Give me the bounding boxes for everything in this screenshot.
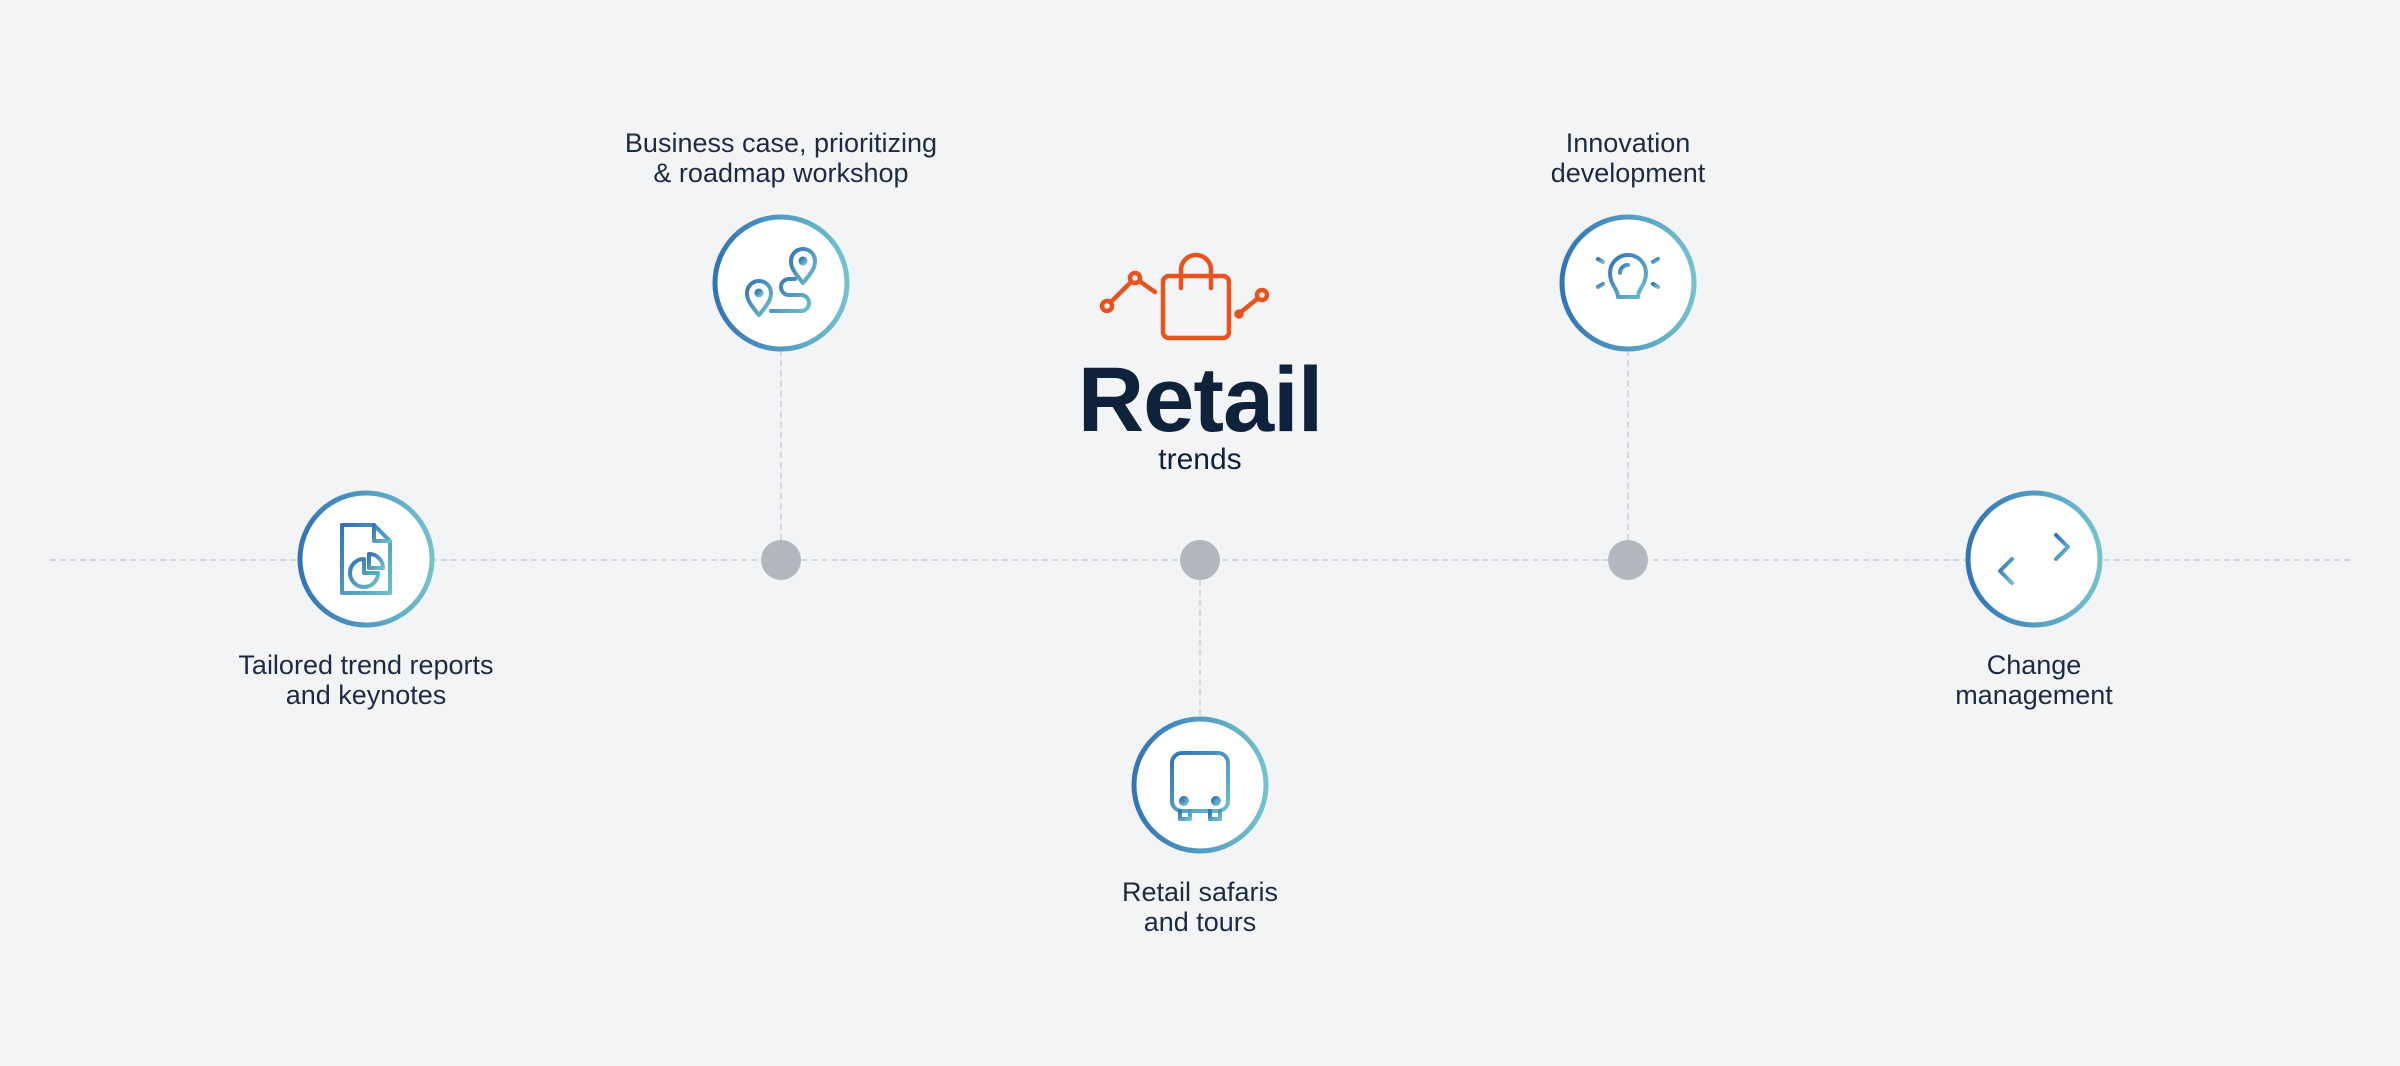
timeline-dot-step-4 xyxy=(1608,540,1648,580)
connector-step-2 xyxy=(780,350,782,540)
step-node-reports xyxy=(296,489,436,629)
center-subtitle: trends xyxy=(1158,443,1242,476)
label-line-2: and tours xyxy=(1143,907,1257,937)
report-document-icon xyxy=(340,523,392,595)
ring xyxy=(1965,490,2103,628)
connector-step-3 xyxy=(1199,580,1201,715)
shopping-bag-trend-icon xyxy=(1099,252,1270,341)
label-line-2: management xyxy=(1955,680,2113,710)
center-title: Retail xyxy=(1077,349,1324,451)
step-label-change: Change management xyxy=(1824,650,2244,710)
label-line-2: development xyxy=(1550,158,1706,188)
label-line-1: Change xyxy=(1986,650,2082,680)
step-node-business-case xyxy=(711,213,851,353)
label-line-1: Tailored trend reports xyxy=(238,650,494,680)
connector-step-4 xyxy=(1627,350,1629,540)
timeline-dot-step-3 xyxy=(1180,540,1220,580)
lightbulb-icon xyxy=(1592,253,1664,315)
exchange-arrows-icon xyxy=(1996,533,2072,585)
ring xyxy=(1559,214,1697,352)
step-label-business-case: Business case, prioritizing & roadmap wo… xyxy=(571,128,991,188)
ring xyxy=(1131,716,1269,854)
route-map-icon xyxy=(745,247,817,317)
bus-icon xyxy=(1166,751,1234,821)
step-label-safaris: Retail safaris and tours xyxy=(990,877,1410,937)
step-label-reports: Tailored trend reports and keynotes xyxy=(156,650,576,710)
step-node-safaris xyxy=(1130,715,1270,855)
label-line-1: Innovation xyxy=(1565,128,1691,158)
timeline-dot-step-2 xyxy=(761,540,801,580)
step-node-change xyxy=(1964,489,2104,629)
label-line-2: & roadmap workshop xyxy=(653,158,909,188)
label-line-1: Retail safaris xyxy=(1121,877,1279,907)
step-label-innovation: Innovation development xyxy=(1418,128,1838,188)
step-node-innovation xyxy=(1558,213,1698,353)
label-line-2: and keynotes xyxy=(285,680,447,710)
label-line-1: Business case, prioritizing xyxy=(624,128,938,158)
